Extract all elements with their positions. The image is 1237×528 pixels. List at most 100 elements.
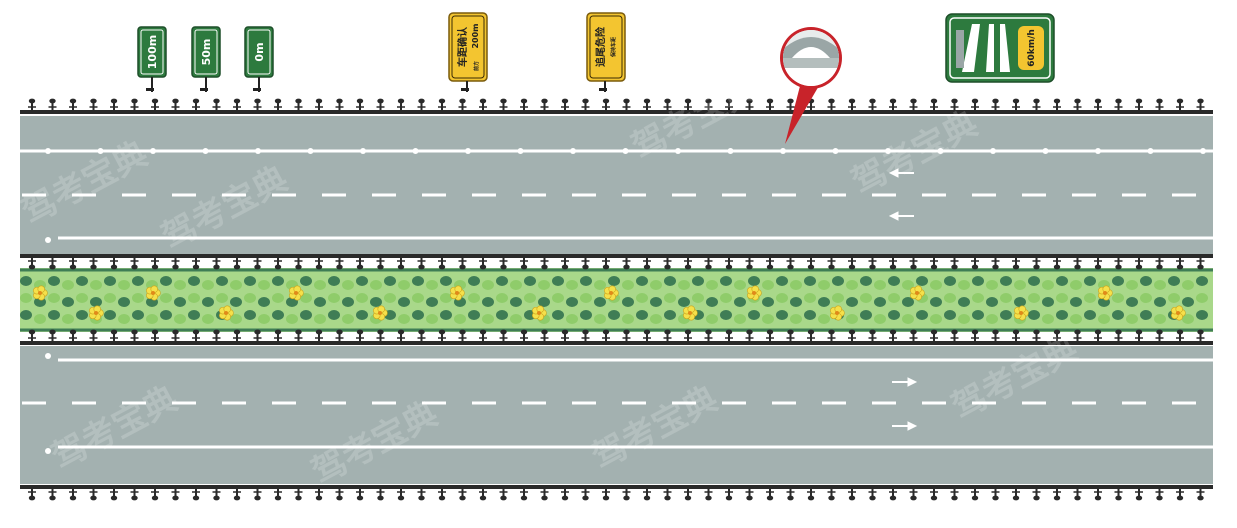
guardrail-post xyxy=(622,487,631,501)
guardrail-post xyxy=(1135,487,1143,501)
guardrail-post xyxy=(1053,487,1061,501)
guardrail-post xyxy=(1053,98,1061,112)
guardrail-post xyxy=(1073,256,1082,270)
guardrail-post xyxy=(643,487,651,501)
guardrail-post xyxy=(1196,256,1205,270)
shrub xyxy=(762,314,774,324)
guardrail-post xyxy=(684,487,692,501)
flower-icon xyxy=(683,305,698,321)
guardrail-post xyxy=(581,256,590,270)
guardrail-post xyxy=(889,329,897,343)
guardrail-post xyxy=(1094,329,1102,343)
guardrail-post xyxy=(48,256,57,270)
guardrail-post xyxy=(684,256,692,270)
guardrail-post xyxy=(48,329,57,343)
shrub xyxy=(790,280,802,290)
shrub xyxy=(188,310,200,320)
road-stud xyxy=(727,148,734,154)
shrub xyxy=(1154,280,1166,290)
guardrail-post xyxy=(479,256,487,270)
distance-check-sign: 车距确认 200m 前方 xyxy=(448,12,488,92)
shrub xyxy=(972,310,984,320)
guardrail-post xyxy=(1135,98,1143,112)
rear-end-danger-sign: 追尾危险 保持车距 xyxy=(586,12,626,92)
shrub xyxy=(356,276,368,286)
shrub xyxy=(412,293,424,303)
guardrail-post xyxy=(602,329,610,343)
flower-icon xyxy=(219,305,234,321)
shrub xyxy=(1126,314,1138,324)
guardrail-post xyxy=(704,329,713,343)
guardrail-post xyxy=(540,98,549,112)
shrub xyxy=(902,280,914,290)
guardrail-post xyxy=(971,329,979,343)
guardrail-post xyxy=(417,329,426,343)
shrub xyxy=(678,280,690,290)
guardrail-post xyxy=(89,256,98,270)
guardrail-post xyxy=(1114,256,1123,270)
shrub xyxy=(860,293,872,303)
guardrail-post xyxy=(28,98,36,112)
guardrail-post xyxy=(827,329,836,343)
guardrail-post xyxy=(561,256,569,270)
road-stud xyxy=(517,148,524,154)
shrub xyxy=(776,310,788,320)
guardrail-post xyxy=(110,329,118,343)
guardrail-post xyxy=(315,98,323,112)
shrub xyxy=(608,310,620,320)
guardrail-post xyxy=(192,98,200,112)
shrub xyxy=(314,297,326,307)
guardrail-post xyxy=(499,329,508,343)
guardrail-post xyxy=(848,256,856,270)
shrub xyxy=(692,293,704,303)
guardrail-post xyxy=(356,487,364,501)
shrub xyxy=(580,276,592,286)
flower-icon xyxy=(604,285,619,301)
lower-carriageway xyxy=(20,346,1213,484)
guardrail-post xyxy=(663,98,672,112)
road-stud xyxy=(97,148,104,154)
shrub xyxy=(412,276,424,286)
shrub xyxy=(188,276,200,286)
shrub xyxy=(384,276,396,286)
road-stud xyxy=(885,148,891,154)
guardrail-post xyxy=(253,256,262,270)
speed-limit-text: 60km/h xyxy=(1027,29,1037,67)
distance-marker-label: 100m xyxy=(146,35,159,69)
shrub xyxy=(1084,310,1096,320)
shrub xyxy=(468,293,480,303)
shrub xyxy=(846,314,858,324)
shrub xyxy=(440,310,452,320)
guardrail-post xyxy=(745,256,754,270)
guardrail-post xyxy=(950,487,959,501)
guardrail-post xyxy=(130,487,139,501)
shrub xyxy=(384,293,396,303)
guardrail-post xyxy=(458,329,467,343)
shrub xyxy=(440,293,452,303)
shrub xyxy=(552,276,564,286)
guardrail-post xyxy=(397,98,405,112)
shrub xyxy=(706,314,718,324)
guardrail-post xyxy=(356,98,364,112)
shrub xyxy=(454,314,466,324)
shrub xyxy=(272,293,284,303)
guardrail-beam xyxy=(20,110,1213,114)
guardrail-post xyxy=(889,256,897,270)
shrub xyxy=(342,314,354,324)
shrub xyxy=(846,297,858,307)
guardrail-post xyxy=(397,329,405,343)
shrub xyxy=(930,314,942,324)
road-stud xyxy=(45,448,51,454)
guardrail-post xyxy=(868,256,877,270)
guardrail-post xyxy=(704,256,713,270)
guardrail-post xyxy=(1012,98,1020,112)
guardrail-post xyxy=(315,487,323,501)
distance-marker-label: 0m xyxy=(253,42,266,61)
guardrail-post xyxy=(69,256,77,270)
guardrail-post xyxy=(909,98,918,112)
shrub xyxy=(1098,314,1110,324)
shrub xyxy=(132,293,144,303)
shrub xyxy=(734,314,746,324)
guardrail-post xyxy=(69,329,77,343)
